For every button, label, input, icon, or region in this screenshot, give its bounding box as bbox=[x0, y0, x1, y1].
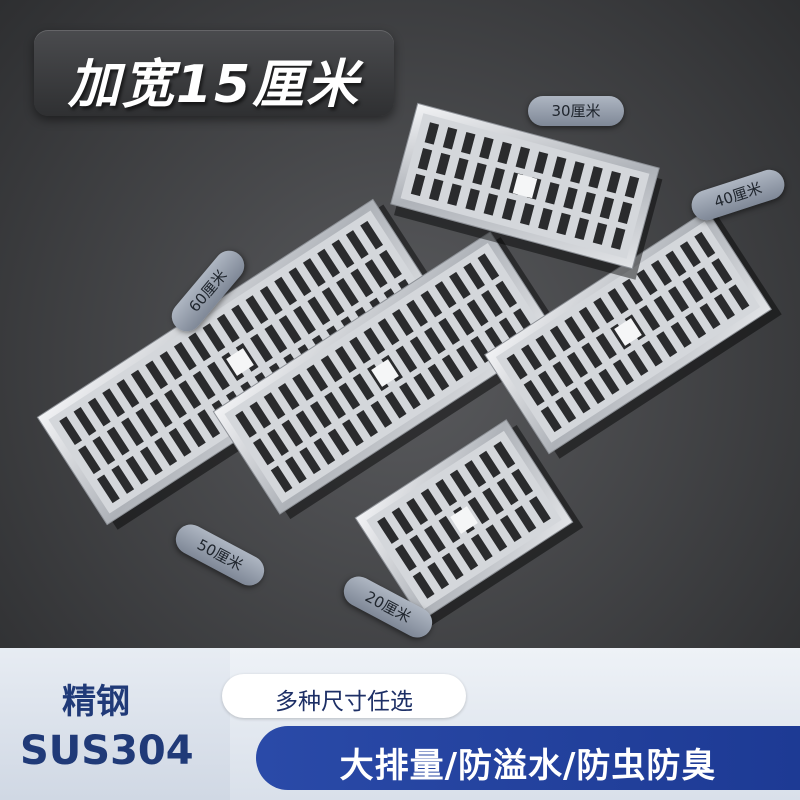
grate-60cm bbox=[36, 198, 454, 530]
bottom-banner: 精钢 SUS304 多种尺寸任选 大排量/防溢水/防虫防臭 bbox=[0, 648, 800, 800]
material-label: 精钢 bbox=[62, 682, 130, 722]
sizes-note-text: 多种尺寸任选 bbox=[275, 689, 413, 715]
grate-30cm bbox=[390, 102, 663, 280]
sizes-note-pill: 多种尺寸任选 bbox=[222, 674, 466, 718]
steel-grade: SUS304 bbox=[20, 728, 194, 774]
features-text: 大排量/防溢水/防虫防臭 bbox=[339, 746, 717, 786]
features-bar: 大排量/防溢水/防虫防臭 bbox=[256, 726, 800, 790]
size-tag-30: 30厘米 bbox=[528, 96, 624, 126]
headline-text: 加宽15厘米 bbox=[67, 55, 361, 115]
grate-40cm bbox=[484, 209, 782, 459]
grate-50cm bbox=[212, 231, 568, 520]
headline-banner: 加宽15厘米 bbox=[34, 30, 394, 116]
grate-20cm bbox=[354, 419, 584, 626]
